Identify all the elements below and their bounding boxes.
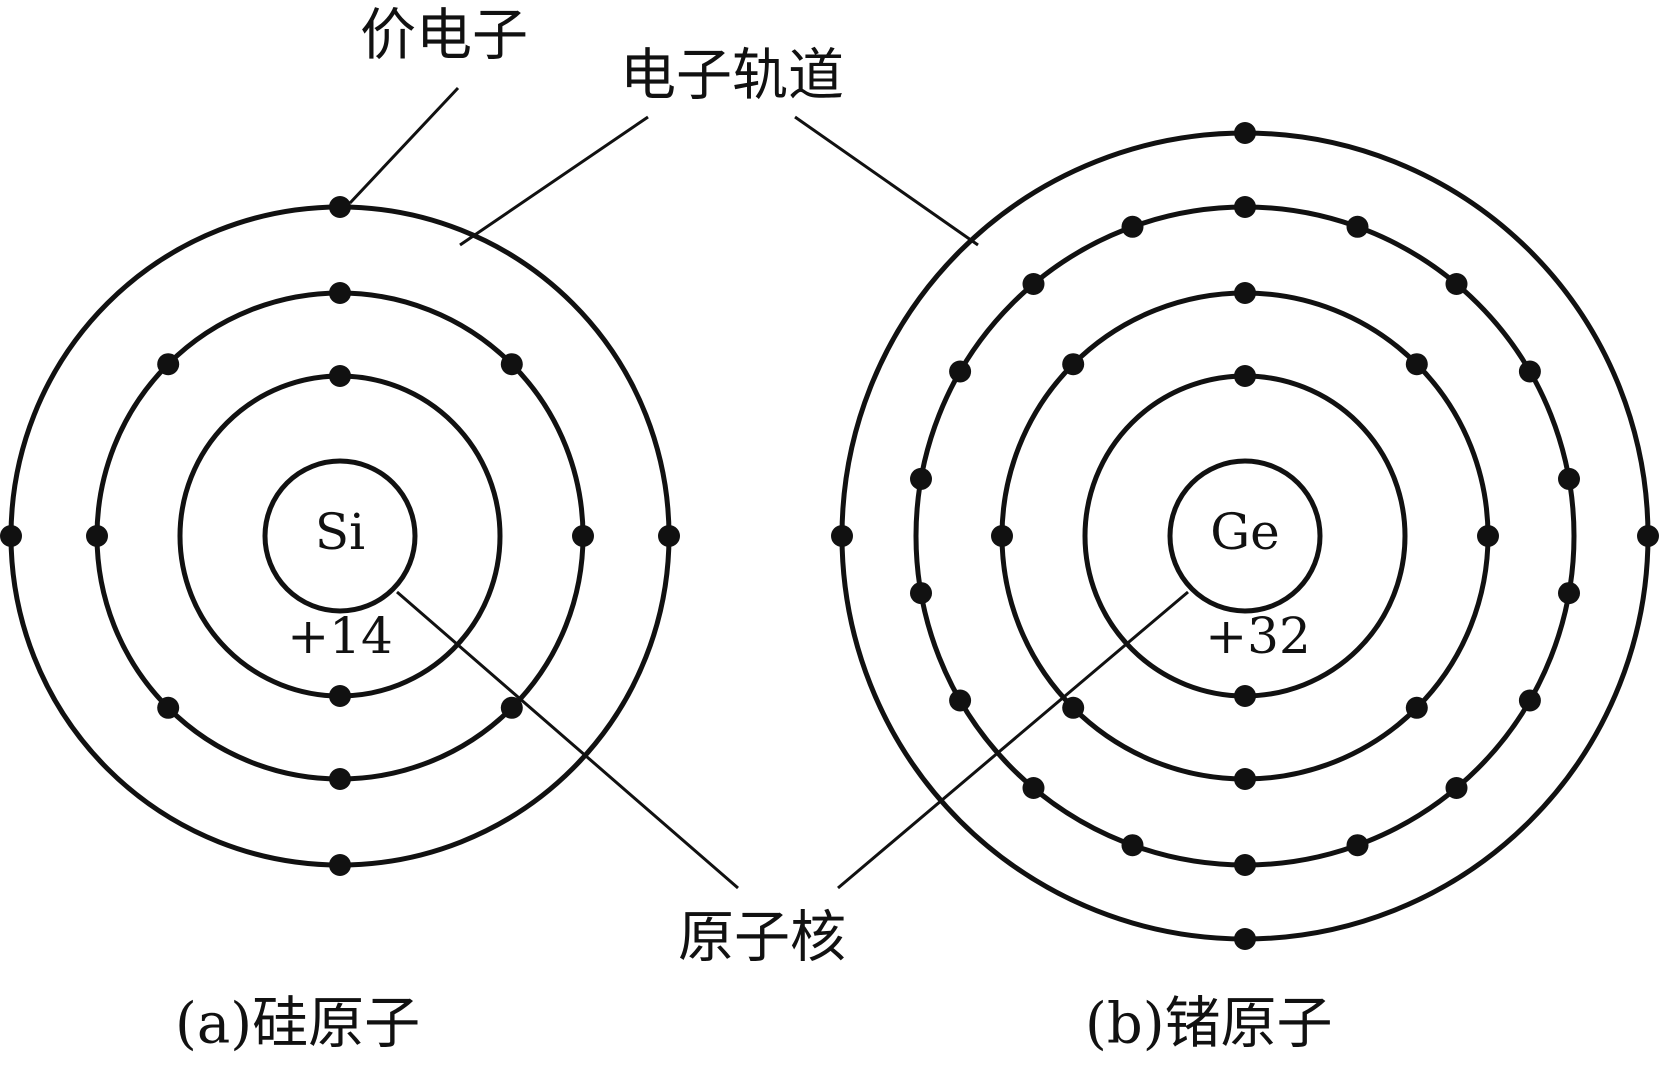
germanium-electron-shell2 — [1405, 353, 1428, 376]
silicon-electron-shell2 — [86, 525, 108, 547]
orbit-leader-silicon — [459, 115, 649, 247]
silicon-electron-shell2 — [329, 282, 351, 304]
germanium-electron-shell3 — [1346, 215, 1369, 238]
germanium-charge: +32 — [1205, 607, 1311, 665]
nucleus-label: 原子核 — [678, 906, 846, 971]
silicon-electrons — [0, 196, 680, 876]
silicon-electron-shell2 — [329, 768, 351, 790]
germanium-nucleus-circle — [1167, 458, 1323, 614]
germanium-electron-shell3 — [1346, 834, 1369, 857]
germanium-electron-shell3 — [949, 689, 972, 712]
valence-electron-leader — [348, 86, 460, 205]
germanium-electron-shell3 — [910, 582, 932, 605]
germanium-atom: Ge +32 — [831, 122, 1659, 950]
germanium-electron-shell2 — [1477, 525, 1499, 547]
silicon-electron-shell3 — [329, 196, 351, 218]
germanium-electron-shell3 — [1234, 854, 1256, 876]
germanium-electron-shell3 — [1022, 273, 1045, 295]
germanium-electron-shell3 — [949, 360, 972, 383]
germanium-electron-shell4 — [1234, 928, 1256, 950]
germanium-electron-shell3 — [1445, 273, 1468, 295]
silicon-electron-shell1 — [329, 365, 351, 387]
silicon-nucleus-circle — [262, 458, 418, 614]
germanium-electron-shell3 — [1518, 360, 1541, 383]
germanium-electrons — [831, 122, 1659, 950]
germanium-electron-shell2 — [1405, 696, 1428, 719]
germanium-electron-shell1 — [1234, 365, 1256, 387]
silicon-atom: Si +14 — [0, 196, 680, 876]
nucleus-leader-silicon — [396, 590, 739, 890]
silicon-electron-shell2 — [572, 525, 594, 547]
germanium-electron-shell3 — [1022, 777, 1045, 799]
silicon-electron-shell2 — [500, 353, 523, 376]
germanium-electron-shell3 — [1121, 215, 1144, 238]
germanium-electron-shell4 — [1637, 525, 1659, 547]
germanium-electron-shell3 — [1558, 582, 1580, 605]
silicon-electron-shell1 — [329, 685, 351, 707]
germanium-electron-shell3 — [1121, 834, 1144, 857]
silicon-electron-shell2 — [157, 353, 180, 376]
valence-electron-label: 价电子 — [360, 4, 528, 69]
germanium-electron-shell2 — [1234, 768, 1256, 790]
leader-lines — [348, 86, 1189, 890]
germanium-electron-shell4 — [1234, 122, 1256, 144]
silicon-electron-shell3 — [329, 854, 351, 876]
germanium-electron-shell2 — [1062, 353, 1085, 376]
silicon-electron-shell2 — [157, 696, 180, 719]
nucleus-leader-germanium — [837, 590, 1189, 890]
germanium-electron-shell2 — [991, 525, 1013, 547]
silicon-caption: (a)硅原子 — [175, 992, 420, 1057]
orbit-leader-germanium — [794, 115, 979, 247]
electron-orbit-label: 电子轨道 — [620, 44, 844, 109]
germanium-electron-shell3 — [1445, 777, 1468, 799]
germanium-electron-shell3 — [1234, 196, 1256, 218]
germanium-caption: (b)锗原子 — [1085, 992, 1333, 1057]
germanium-electron-shell2 — [1062, 696, 1085, 719]
silicon-electron-shell3 — [0, 525, 22, 547]
silicon-charge: +14 — [287, 607, 393, 665]
silicon-electron-shell3 — [658, 525, 680, 547]
germanium-electron-shell3 — [1518, 689, 1541, 712]
germanium-electron-shell1 — [1234, 685, 1256, 707]
germanium-symbol: Ge — [1210, 503, 1280, 561]
germanium-electron-shell3 — [910, 467, 932, 490]
germanium-electron-shell4 — [831, 525, 853, 547]
germanium-electron-shell3 — [1558, 467, 1580, 490]
silicon-symbol: Si — [315, 503, 365, 561]
silicon-electron-shell2 — [500, 696, 523, 719]
germanium-electron-shell2 — [1234, 282, 1256, 304]
